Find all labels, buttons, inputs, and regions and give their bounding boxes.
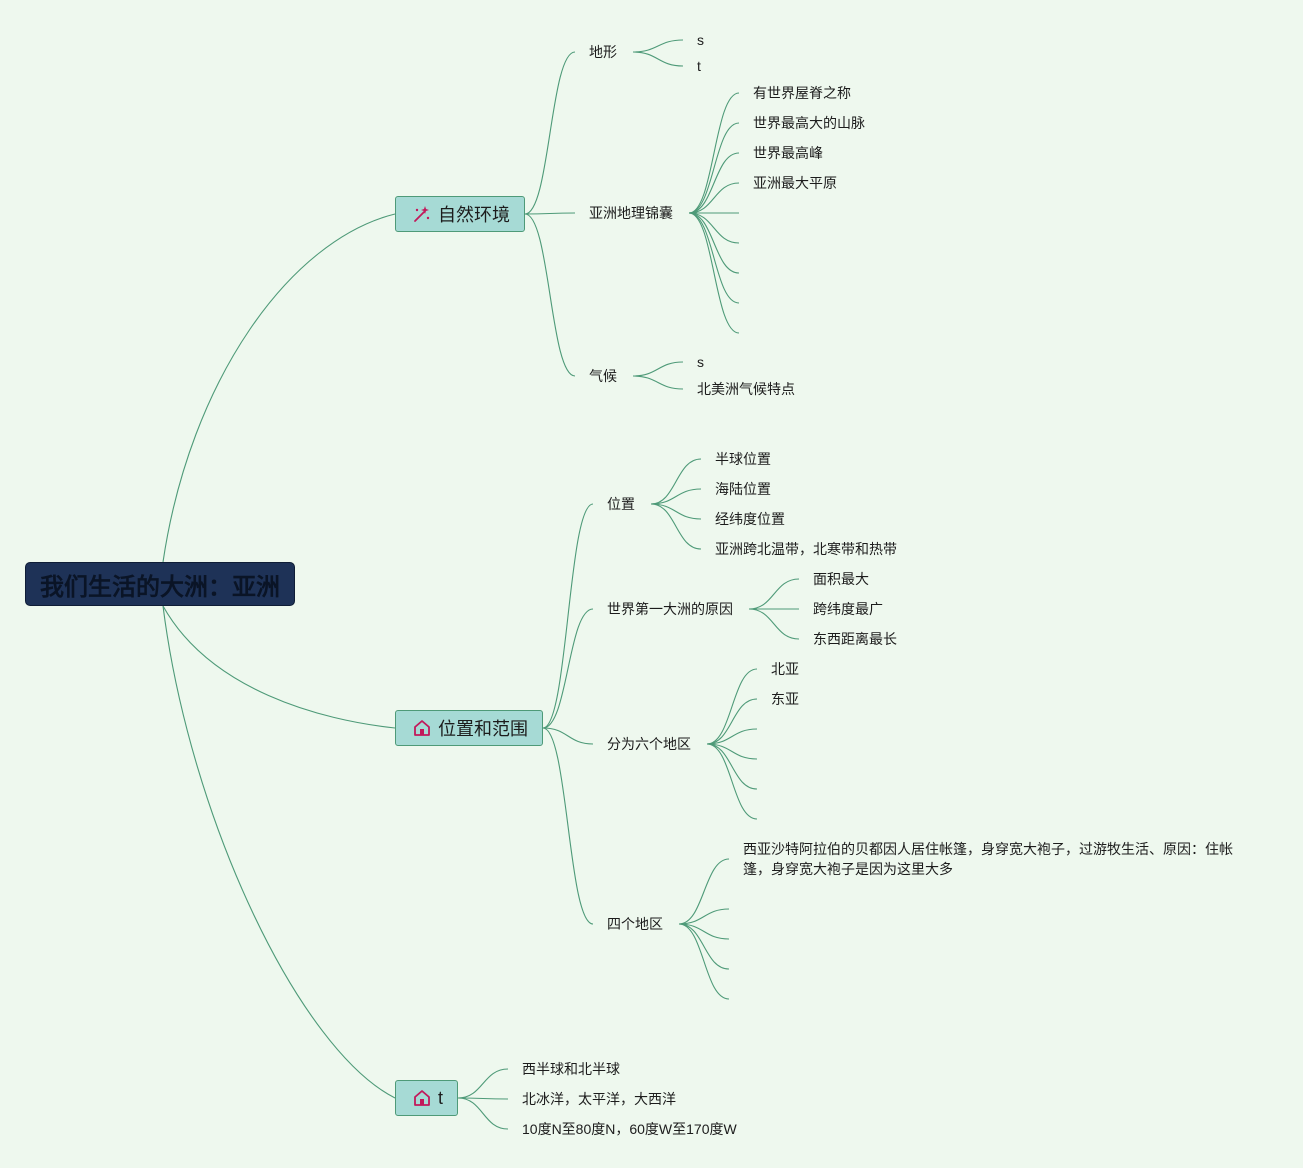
leaf-topic[interactable]: 东西距离最长	[813, 631, 897, 647]
connector-line	[542, 608, 594, 729]
subtopic-terrain[interactable]: 地形	[589, 44, 617, 60]
subtopic-geography-tips[interactable]: 亚洲地理锦囊	[589, 205, 673, 221]
branch-label: t	[438, 1087, 444, 1108]
connector-line	[650, 503, 702, 550]
connector-line	[542, 727, 594, 925]
connector-line	[678, 858, 730, 925]
connector-line	[162, 605, 396, 729]
connector-line	[688, 212, 740, 334]
leaf-topic[interactable]: 西亚沙特阿拉伯的贝都因人居住帐篷，身穿宽大袍子，过游牧生活、原因：住帐篷，身穿宽…	[743, 841, 1233, 877]
branch-label: 位置和范围	[438, 719, 528, 739]
root-topic[interactable]: 我们生活的大洲：亚洲	[25, 562, 295, 606]
leaf-topic[interactable]: 面积最大	[813, 571, 869, 587]
home-icon	[412, 1088, 434, 1108]
connector-line	[706, 743, 758, 820]
leaf-topic[interactable]: 有世界屋脊之称	[753, 85, 851, 101]
leaf-topic[interactable]: 东亚	[771, 691, 799, 707]
connector-line	[542, 503, 594, 729]
connector-line	[688, 212, 740, 274]
connector-line	[678, 923, 730, 970]
leaf-topic[interactable]: 跨纬度最广	[813, 601, 883, 617]
connector-line	[162, 213, 396, 563]
subtopic-six-regions[interactable]: 分为六个地区	[607, 736, 691, 752]
connector-line	[524, 212, 576, 215]
branch-natural-environment[interactable]: 自然环境	[395, 196, 525, 232]
branch-location-and-extent[interactable]: 位置和范围	[395, 710, 543, 746]
connector-line	[632, 361, 684, 377]
connector-line	[748, 578, 800, 610]
connector-line	[650, 488, 702, 505]
connector-line	[162, 605, 396, 1099]
connector-line	[688, 212, 740, 304]
magic-wand-icon	[412, 204, 434, 224]
leaf-topic[interactable]: 西半球和北半球	[522, 1061, 620, 1077]
leaf-topic[interactable]: s	[697, 354, 704, 370]
connector-line	[524, 213, 576, 377]
connector-line	[706, 668, 758, 745]
leaf-topic[interactable]: 亚洲最大平原	[753, 175, 837, 191]
leaf-topic[interactable]: 半球位置	[715, 451, 771, 467]
connector-line	[706, 743, 758, 790]
connector-line	[632, 51, 684, 67]
connector-line	[688, 92, 740, 214]
home-icon	[412, 718, 434, 738]
connector-line	[706, 743, 758, 760]
connector-line	[650, 503, 702, 520]
connector-line	[542, 727, 594, 745]
connector-line	[748, 608, 800, 640]
branch-t[interactable]: t	[395, 1080, 458, 1116]
connector-line	[457, 1068, 509, 1099]
connector-line	[632, 39, 684, 53]
connector-line	[688, 182, 740, 214]
leaf-topic[interactable]: 海陆位置	[715, 481, 771, 497]
leaf-topic[interactable]: 经纬度位置	[715, 511, 785, 527]
leaf-topic[interactable]: s	[697, 32, 704, 48]
connector-line	[524, 51, 576, 215]
connector-line	[688, 152, 740, 214]
connector-line	[688, 122, 740, 214]
connector-line	[706, 728, 758, 745]
connector-line	[706, 698, 758, 745]
connector-line	[650, 458, 702, 505]
subtopic-four-regions[interactable]: 四个地区	[607, 916, 663, 932]
connector-line	[678, 923, 730, 1000]
subtopic-location[interactable]: 位置	[607, 496, 635, 512]
leaf-topic[interactable]: 北亚	[771, 661, 799, 677]
connector-line	[678, 923, 730, 940]
connector-line	[457, 1097, 509, 1130]
root-topic-label: 我们生活的大洲：亚洲	[40, 573, 280, 601]
leaf-topic[interactable]: 世界最高大的山脉	[753, 115, 865, 131]
connector-line	[632, 375, 684, 390]
leaf-topic[interactable]: 北美洲气候特点	[697, 381, 795, 397]
subtopic-climate[interactable]: 气候	[589, 368, 617, 384]
leaf-topic[interactable]: t	[697, 58, 701, 74]
leaf-topic[interactable]: 世界最高峰	[753, 145, 823, 161]
leaf-topic[interactable]: 亚洲跨北温带，北寒带和热带	[715, 541, 897, 557]
leaf-topic[interactable]: 10度N至80度N，60度W至170度W	[522, 1121, 737, 1137]
leaf-topic[interactable]: 北冰洋，太平洋，大西洋	[522, 1091, 676, 1107]
branch-label: 自然环境	[438, 205, 510, 225]
subtopic-largest-continent-reasons[interactable]: 世界第一大洲的原因	[607, 601, 733, 617]
connector-line	[678, 908, 730, 925]
